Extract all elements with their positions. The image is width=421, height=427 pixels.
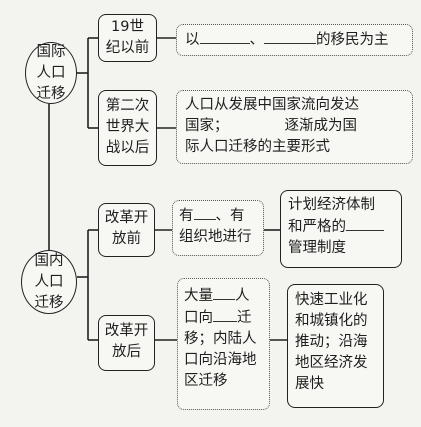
blank-fill — [229, 116, 285, 130]
domestic-migration-title: 国内人口迁移 — [34, 252, 64, 311]
blank-fill — [264, 29, 316, 44]
domestic-desc2-line4: 口向沿海地 — [184, 352, 257, 368]
domestic-migration-node: 国内人口迁移 — [21, 250, 77, 314]
international-desc2-box: 人口从发展中国家流向发达 国家； 逐渐成为国 际人口迁移的主要形式 — [176, 90, 413, 164]
domestic-reason1-line2: 和严格的 — [288, 219, 346, 235]
domestic-reason1-line3: 管理制度 — [288, 240, 346, 256]
domestic-reason1-line1: 计划经济体制 — [288, 197, 375, 213]
international-desc2-line3: 际人口迁移的主要形式 — [185, 139, 330, 155]
international-desc1-suffix: 的移民为主 — [316, 32, 389, 48]
domestic-desc2-line5: 区迁移 — [184, 373, 228, 389]
domestic-reason2-line2: 和城镇化的 — [295, 313, 368, 329]
blank-fill — [199, 29, 250, 44]
domestic-period1-label: 改革开放前 — [104, 210, 149, 247]
domestic-reason2-line4: 地区经济发 — [295, 355, 368, 371]
domestic-desc1-line1b: 、有 — [215, 208, 245, 224]
blank-fill — [213, 285, 235, 300]
international-desc2-line2b: 逐渐成为国 — [284, 118, 358, 134]
international-migration-node: 国际人口迁移 — [25, 42, 77, 104]
domestic-period2-label: 改革开放后 — [104, 323, 149, 360]
international-period2-box: 第二次世界大战以后 — [98, 90, 157, 166]
blank-fill — [346, 216, 384, 231]
domestic-desc2-line1a: 大量 — [184, 288, 213, 304]
domestic-reason2-line1: 快速工业化 — [295, 292, 368, 308]
international-desc1-sep: 、 — [249, 32, 265, 48]
international-desc2-line2a: 国家； — [185, 118, 229, 134]
domestic-reason2-line5: 展快 — [295, 376, 324, 392]
domestic-reason1-box: 计划经济体制 和严格的 管理制度 — [280, 190, 402, 268]
domestic-desc2-line2a: 口向 — [184, 310, 213, 326]
domestic-period1-box: 改革开放前 — [98, 203, 155, 257]
international-period2-label: 第二次世界大战以后 — [105, 98, 150, 156]
domestic-desc2-line3: 移；内陆人 — [184, 331, 257, 347]
domestic-reason2-line3: 推动；沿海 — [295, 334, 368, 350]
domestic-desc1-line1a: 有 — [179, 208, 194, 224]
international-desc2-line1: 人口从发展中国家流向发达 — [185, 97, 359, 113]
domestic-period2-box: 改革开放后 — [98, 315, 155, 371]
domestic-desc2-box: 大量 人 口向 迁 移；内陆人 口向沿海地 区迁移 — [177, 278, 270, 410]
international-desc1-box: 以 、 的移民为主 — [176, 24, 413, 56]
international-migration-title: 国际人口迁移 — [36, 43, 66, 102]
international-period1-box: 19世纪以前 — [98, 14, 157, 62]
blank-fill — [213, 307, 237, 322]
international-desc1-prefix: 以 — [185, 32, 200, 48]
domestic-desc1-line2: 组织地进行 — [179, 229, 252, 245]
blank-fill — [193, 205, 216, 220]
international-period1-label: 19世纪以前 — [105, 19, 150, 56]
domestic-desc1-box: 有 、有 组织地进行 — [172, 200, 264, 256]
domestic-reason2-box: 快速工业化 和城镇化的 推动；沿海 地区经济发 展快 — [287, 284, 384, 408]
domestic-desc2-line1b: 人 — [235, 288, 250, 304]
domestic-desc2-line2b: 迁 — [237, 310, 252, 326]
